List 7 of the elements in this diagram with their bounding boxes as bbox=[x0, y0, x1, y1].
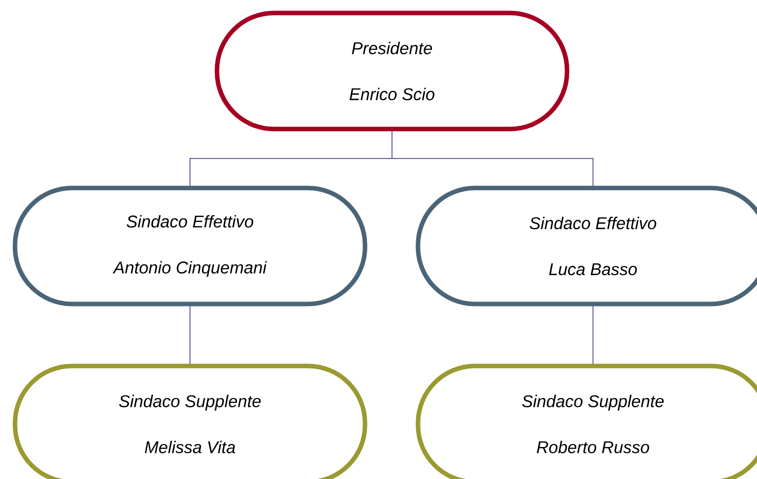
rounded-box: Sindaco Supplente Roberto Russo bbox=[416, 364, 757, 479]
connector-line bbox=[392, 128, 594, 188]
rounded-box: Sindaco Effettivo Luca Basso bbox=[416, 186, 757, 306]
rounded-box: Presidente Enrico Scio bbox=[214, 10, 570, 132]
rounded-box: Sindaco Effettivo Antonio Cinquemani bbox=[12, 186, 368, 306]
connector-line bbox=[592, 304, 594, 366]
rounded-box: Sindaco Supplente Melissa Vita bbox=[12, 364, 368, 479]
